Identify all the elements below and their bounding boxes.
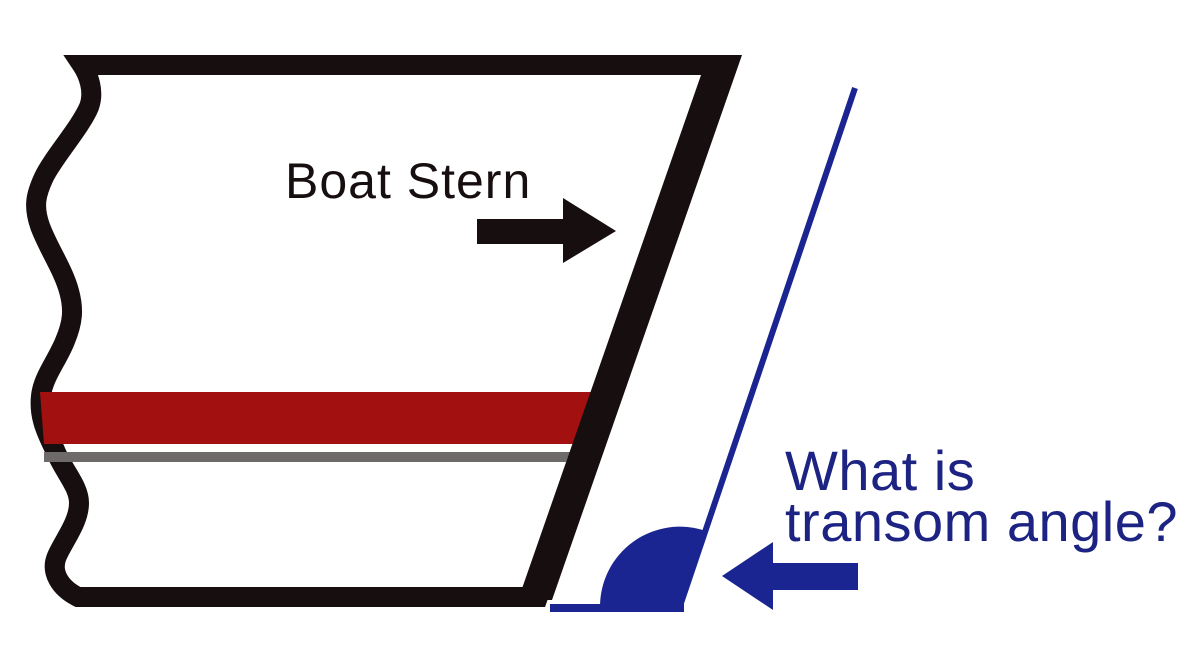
boat-stern-label: Boat Stern [285,153,531,209]
gray-waterline [44,452,570,462]
right-arrow-icon [477,198,616,263]
boat-hull-outline [26,55,741,607]
transom-edge [518,55,742,600]
question-line-1: What is [785,439,975,502]
angle-arc-wedge [599,526,706,607]
question-line-2: transom angle? [785,490,1178,553]
stern-red-stripe [40,392,591,444]
transom-extension-line [677,87,858,607]
left-arrow-icon [722,542,858,610]
